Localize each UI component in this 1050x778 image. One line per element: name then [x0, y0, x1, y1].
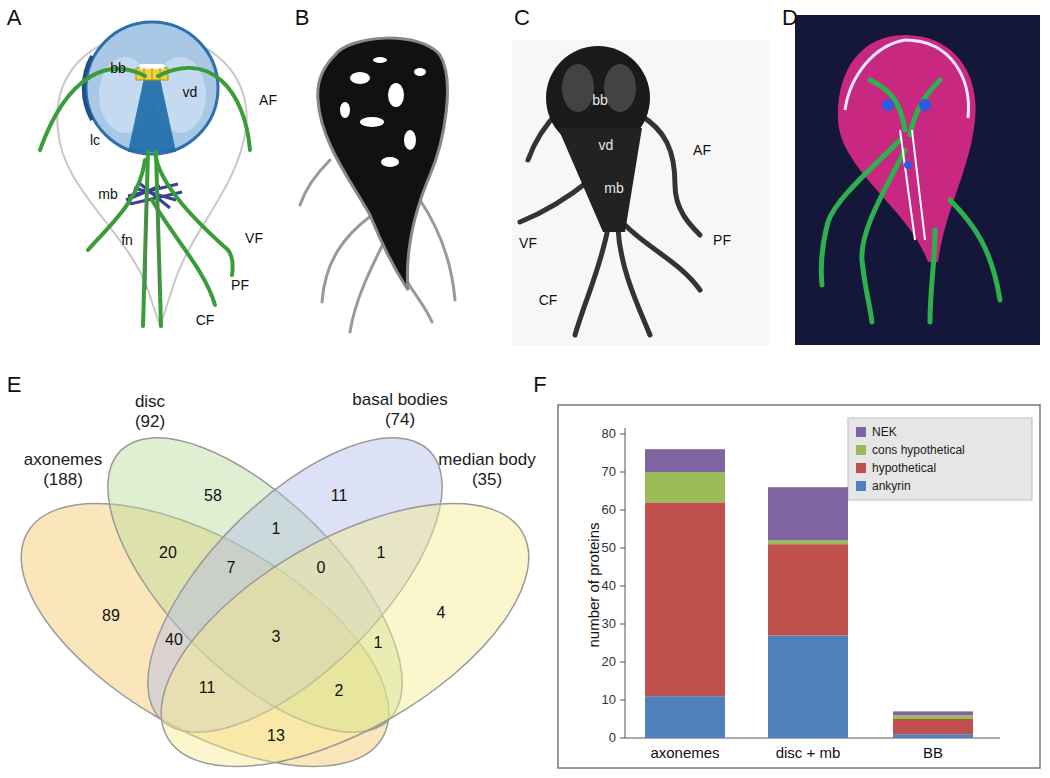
region-count: 11 — [331, 487, 348, 505]
region-count: 40 — [165, 631, 183, 649]
panel-letter: A — [7, 5, 22, 30]
region-count: 1 — [377, 544, 386, 562]
structure-label: vd — [183, 84, 198, 100]
structure-label: VF — [245, 230, 263, 246]
venn-diagram — [0, 391, 570, 778]
set-name: basal bodies (74) — [345, 390, 455, 431]
structure-label: CF — [196, 312, 215, 328]
region-count: 13 — [267, 727, 285, 745]
region-count: 3 — [272, 628, 281, 646]
category-label: disc + mb — [776, 744, 841, 761]
set-name: disc (92) — [122, 392, 178, 433]
legend-text: cons hypothetical — [872, 443, 965, 457]
set-name: axonemes (188) — [17, 450, 109, 491]
set-heading: axonemes (188) — [17, 450, 109, 491]
legend-swatch — [856, 427, 866, 437]
region-count: 89 — [102, 607, 120, 625]
region-count: 58 — [204, 487, 222, 505]
legend-entry: hypothetical — [856, 459, 965, 477]
tick-label: 0 — [609, 731, 616, 746]
structure-label: bb — [110, 60, 126, 76]
structure-label: PF — [713, 232, 731, 248]
structure-label: vd — [599, 137, 614, 153]
tick-label: 20 — [602, 655, 616, 670]
structure-label: mb — [604, 180, 623, 196]
structure-label: PF — [231, 277, 249, 293]
tick-label: 80 — [602, 427, 616, 442]
structure-label: mb — [98, 186, 117, 202]
bar-chart — [558, 405, 1040, 768]
category-label: axonemes — [650, 744, 719, 761]
panel-letter: B — [295, 5, 310, 30]
stained-micrograph — [512, 40, 770, 345]
set-heading: disc (92) — [122, 392, 178, 433]
dic-micrograph — [300, 38, 455, 332]
tick-label: 50 — [602, 541, 616, 556]
legend-text: hypothetical — [872, 461, 936, 475]
legend-text: ankyrin — [872, 479, 911, 493]
category-label: BB — [923, 744, 943, 761]
structure-label: AF — [259, 92, 277, 108]
legend-text: NEK — [872, 425, 897, 439]
tick-label: 40 — [602, 579, 616, 594]
legend-entry: cons hypothetical — [856, 441, 965, 459]
tick-label: 30 — [602, 617, 616, 632]
region-count: 1 — [374, 634, 383, 652]
set-heading: basal bodies (74) — [345, 390, 455, 431]
structure-label: CF — [539, 292, 558, 308]
axis-title: number of proteins — [585, 522, 602, 647]
panel-letter: F — [533, 372, 546, 397]
legend-swatch — [856, 481, 866, 491]
legend-entry: ankyrin — [856, 477, 965, 495]
tick-label: 60 — [602, 503, 616, 518]
region-count: 1 — [272, 520, 281, 538]
legend-swatch — [856, 463, 866, 473]
region-count: 2 — [335, 682, 344, 700]
region-count: 11 — [199, 679, 216, 697]
fluorescence-image — [795, 15, 1040, 345]
region-count: 20 — [159, 544, 177, 562]
region-count: 7 — [227, 559, 236, 577]
set-heading: median body (35) — [432, 450, 542, 491]
structure-label: fn — [121, 232, 133, 248]
tick-label: 10 — [602, 693, 616, 708]
set-name: median body (35) — [432, 450, 542, 491]
legend-entry: NEK — [856, 423, 965, 441]
structure-label: AF — [693, 142, 711, 158]
structure-label: VF — [519, 235, 537, 251]
tick-label: 70 — [602, 465, 616, 480]
panel-letter: E — [7, 372, 22, 397]
legend-swatch — [856, 445, 866, 455]
structure-label: bb — [592, 92, 608, 108]
region-count: 4 — [437, 604, 446, 622]
panel-letter: D — [782, 5, 798, 30]
region-count: 0 — [317, 559, 326, 577]
structure-label: lc — [90, 132, 100, 148]
giardia-schematic — [40, 22, 250, 326]
panel-letter: C — [514, 5, 530, 30]
chart-legend: NEK cons hypothetical hypothetical ankyrin — [856, 423, 965, 495]
